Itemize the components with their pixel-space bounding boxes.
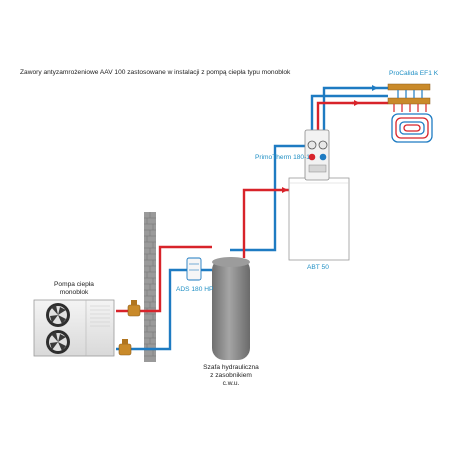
heat-pump-unit bbox=[33, 299, 115, 357]
label-procalida: ProCalida EF1 K bbox=[389, 70, 439, 77]
label-tank-line3: c.w.u. bbox=[222, 380, 240, 387]
label-heat-pump-line2: monoblok bbox=[59, 289, 89, 296]
label-heat-pump: Pompa ciepła monoblok bbox=[44, 281, 104, 297]
anti-freeze-valve-upper bbox=[127, 300, 141, 317]
return-pipe-floor-heating-lower bbox=[310, 94, 388, 146]
diagram-title: Zawory antyzamrożeniowe AAV 100 zastosow… bbox=[20, 69, 291, 76]
return-pipe-floor-heating bbox=[322, 86, 388, 138]
ads-separator bbox=[186, 257, 202, 281]
procalida-manifold bbox=[387, 83, 431, 112]
return-pipe-heating-loop bbox=[230, 144, 305, 252]
primotherm-pump-group bbox=[304, 129, 330, 181]
label-abt: ABT 50 bbox=[307, 264, 329, 271]
abt-buffer-tank bbox=[288, 177, 350, 261]
label-heat-pump-line1: Pompa ciepła bbox=[54, 281, 94, 288]
label-tank-line1: Szafa hydrauliczna bbox=[203, 364, 259, 371]
floor-heating-coil bbox=[391, 113, 433, 143]
label-hydraulic-cabinet: Szafa hydrauliczna z zasobnikiem c.w.u. bbox=[196, 364, 266, 388]
arrow-return-top bbox=[372, 85, 378, 91]
label-primotherm: PrimoTherm 180-1 bbox=[255, 154, 310, 161]
label-tank-line2: z zasobnikiem bbox=[210, 372, 252, 379]
flow-arrows bbox=[282, 85, 378, 193]
label-ads: ADS 180 HP bbox=[176, 286, 214, 293]
hydraulic-cabinet-tank bbox=[212, 257, 250, 360]
supply-pipe-heating-loop bbox=[242, 188, 289, 258]
supply-pipe-floor-heating bbox=[316, 101, 388, 138]
arrow-supply-top bbox=[354, 100, 360, 106]
arrow-supply-left bbox=[282, 187, 288, 193]
anti-freeze-valve-lower bbox=[118, 339, 132, 356]
wall bbox=[144, 212, 156, 362]
